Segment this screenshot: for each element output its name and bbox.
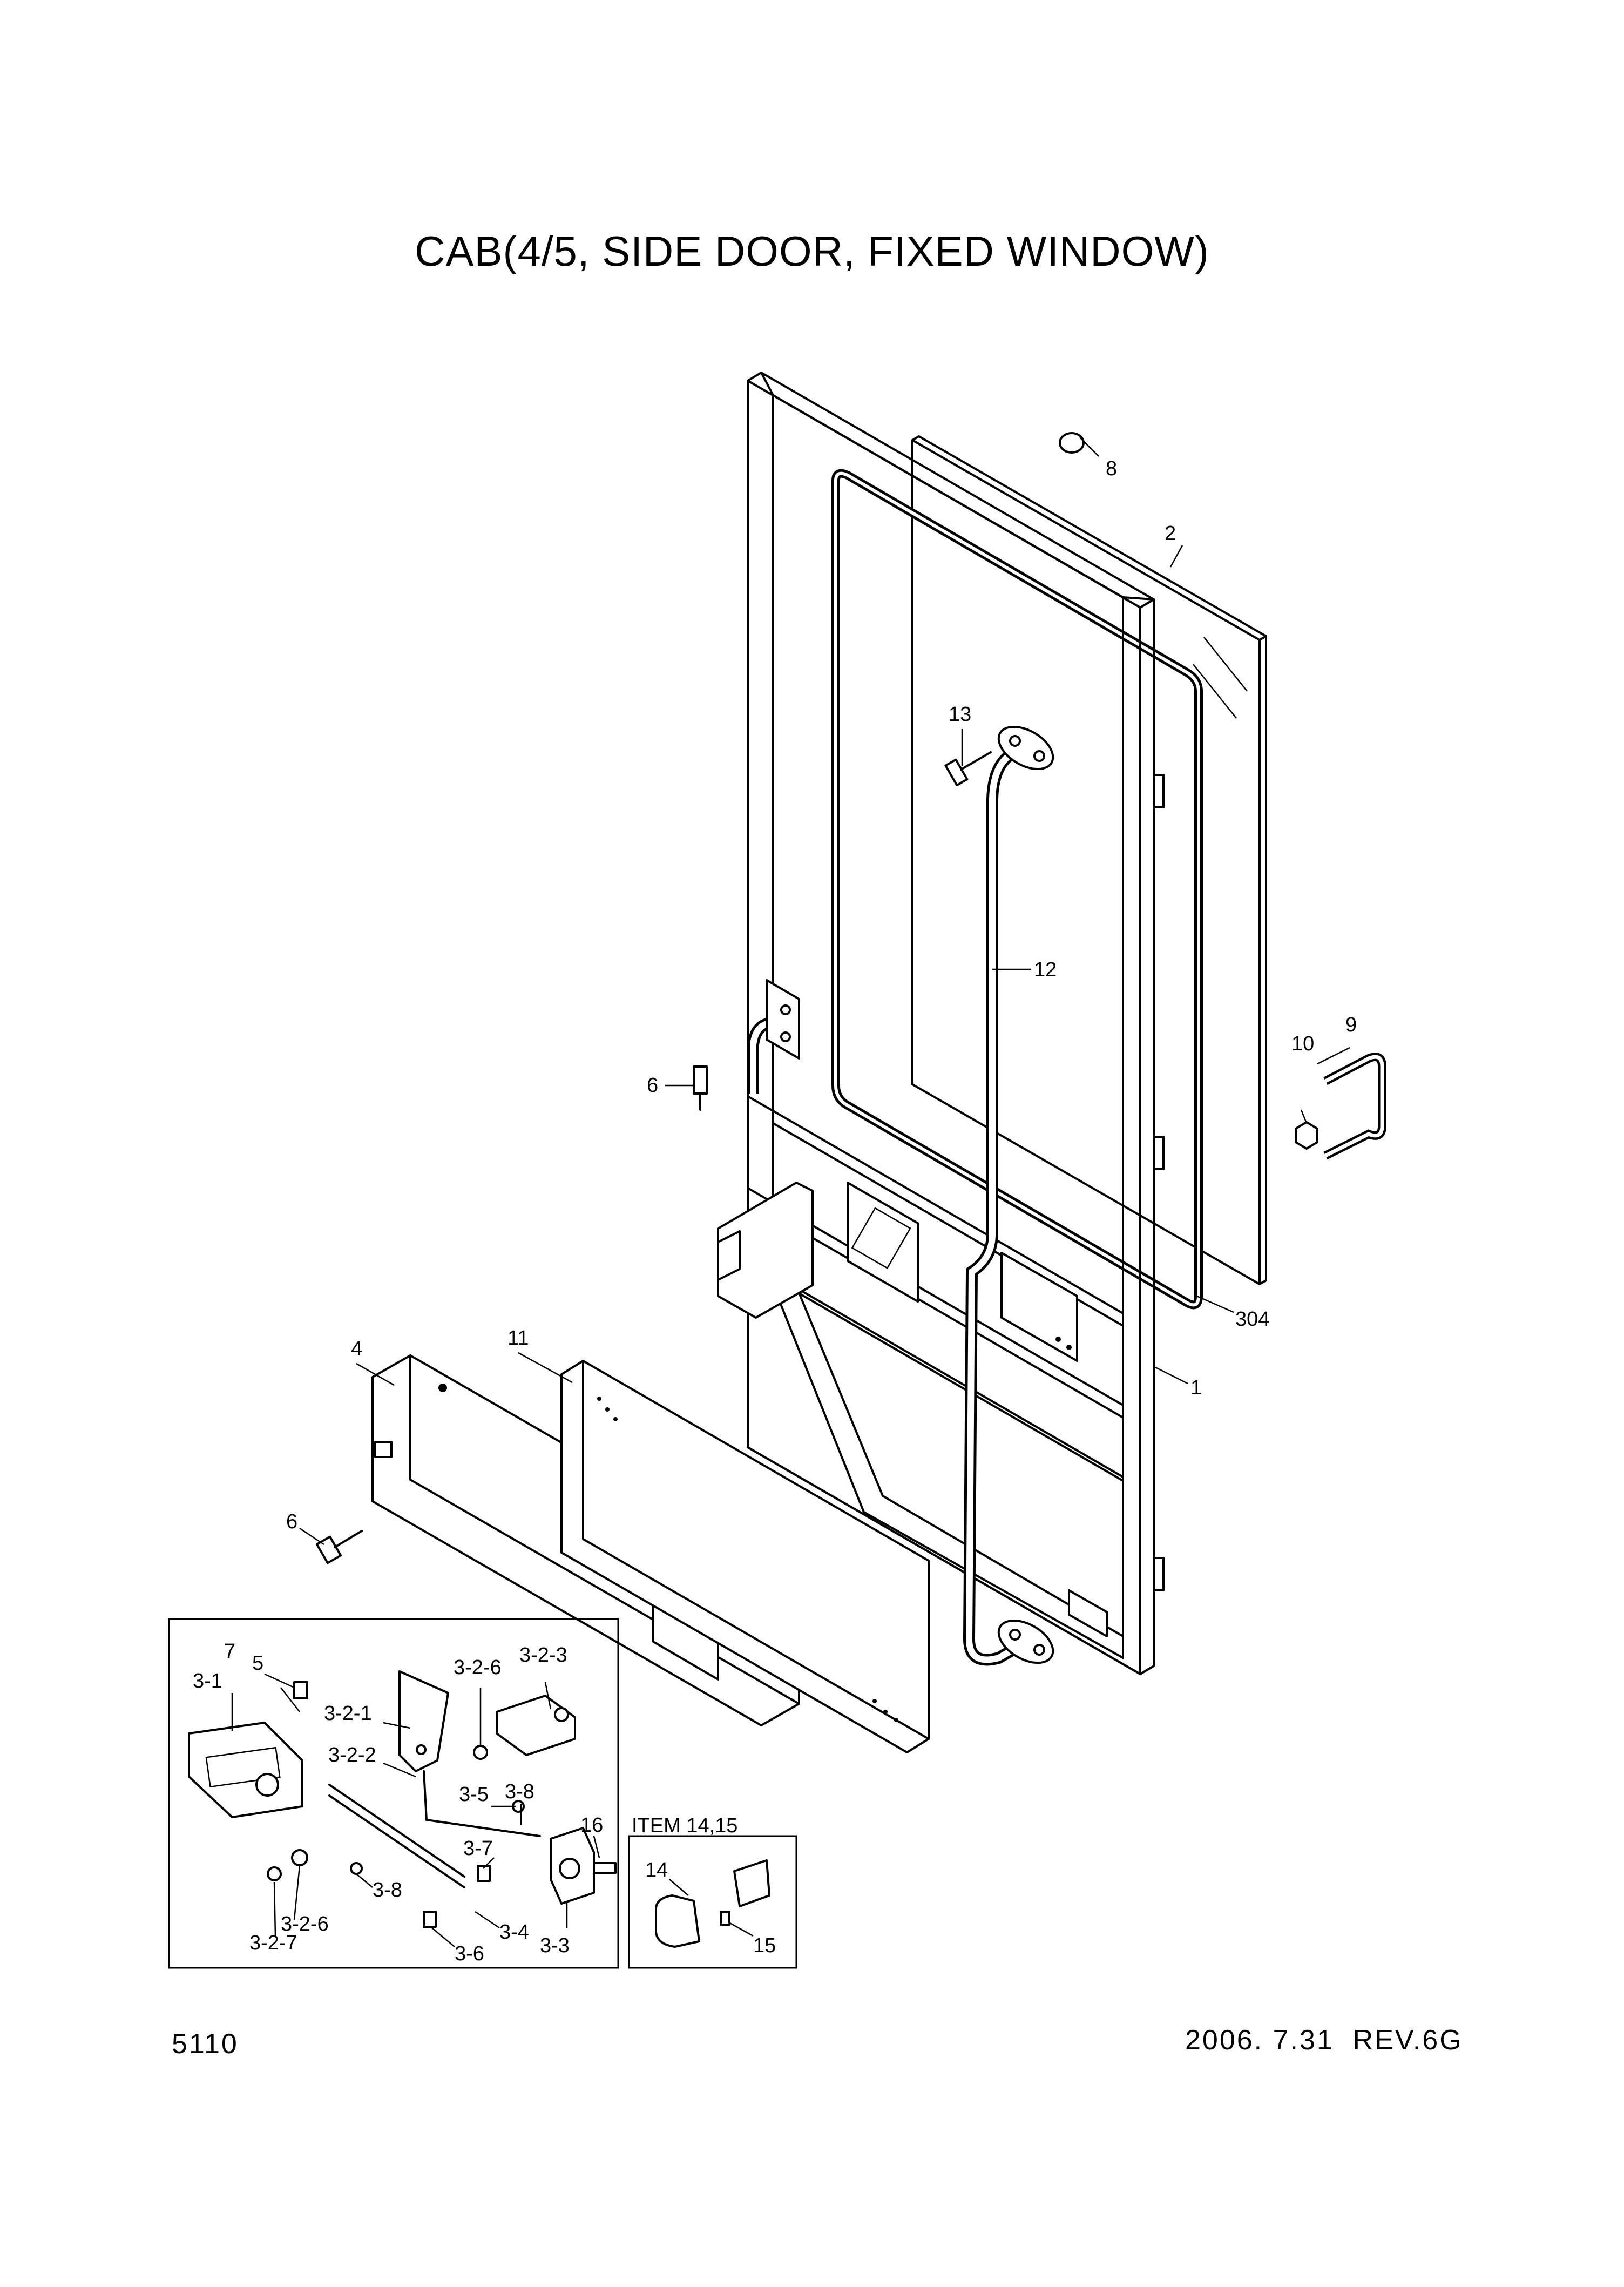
page-number: 5110: [172, 2028, 239, 2060]
inset-title-item-14-15: ITEM 14,15: [632, 1814, 737, 1837]
callout-3-2-7: 3-2-7: [249, 1932, 297, 1954]
callout-2: 2: [1165, 522, 1176, 545]
callout-3-4: 3-4: [499, 1921, 529, 1944]
callout-11: 11: [508, 1327, 529, 1350]
callout-3-6: 3-6: [455, 1942, 484, 1965]
window-glass: [911, 435, 1267, 1285]
callout-3-3: 3-3: [540, 1934, 570, 1957]
plug-8: [1059, 432, 1085, 454]
callout-304: 304: [1235, 1308, 1269, 1331]
callout-14: 14: [645, 1859, 668, 1881]
callout-labels: 8 2 13 12 9 10 6 304 1 4 11 6 7 5 3-1 3-…: [193, 457, 1357, 1965]
callout-6-upper: 6: [647, 1074, 658, 1097]
callout-16: 16: [580, 1814, 603, 1837]
callout-3-2-3: 3-2-3: [519, 1644, 567, 1667]
callout-15: 15: [753, 1934, 776, 1957]
callout-7: 7: [224, 1640, 235, 1663]
door-frame: [717, 372, 1165, 1675]
callout-3-2-1: 3-2-1: [324, 1702, 372, 1725]
nut-10: [1295, 1121, 1318, 1150]
callout-12: 12: [1034, 959, 1057, 981]
latch-detail-inset: [168, 1618, 619, 1969]
callout-10: 10: [1291, 1033, 1314, 1055]
callout-3-5: 3-5: [459, 1783, 489, 1806]
item-14-15-inset: [628, 1835, 797, 1969]
callout-3-8-upper: 3-8: [505, 1780, 534, 1803]
revision-date: 2006. 7.31 REV.6G: [1185, 2025, 1463, 2056]
callout-1: 1: [1190, 1377, 1202, 1399]
callout-3-7: 3-7: [463, 1837, 493, 1860]
callout-5: 5: [252, 1652, 263, 1675]
handle-rod: [747, 725, 1054, 1666]
callout-3-1: 3-1: [193, 1670, 222, 1692]
callout-4: 4: [351, 1338, 362, 1360]
insulation-panel-11: [560, 1360, 930, 1753]
window-seal: [831, 469, 1203, 1310]
bolt-13: [944, 751, 992, 787]
callout-3-2-2: 3-2-2: [328, 1744, 376, 1766]
callout-13: 13: [949, 703, 971, 726]
callout-3-2-6-upper: 3-2-6: [454, 1656, 502, 1679]
screw-6-upper: [693, 1065, 708, 1111]
leader-lines: [299, 437, 1350, 1546]
u-bolt-9: [1323, 1053, 1386, 1160]
callout-3-8-lower: 3-8: [373, 1879, 402, 1901]
screw-6-lower: [315, 1530, 363, 1564]
callout-9: 9: [1345, 1014, 1357, 1036]
callout-3-2-6-lower: 3-2-6: [281, 1913, 329, 1935]
callout-8: 8: [1106, 457, 1117, 480]
page-title: CAB(4/5, SIDE DOOR, FIXED WINDOW): [415, 227, 1209, 275]
callout-6-lower: 6: [286, 1510, 297, 1533]
